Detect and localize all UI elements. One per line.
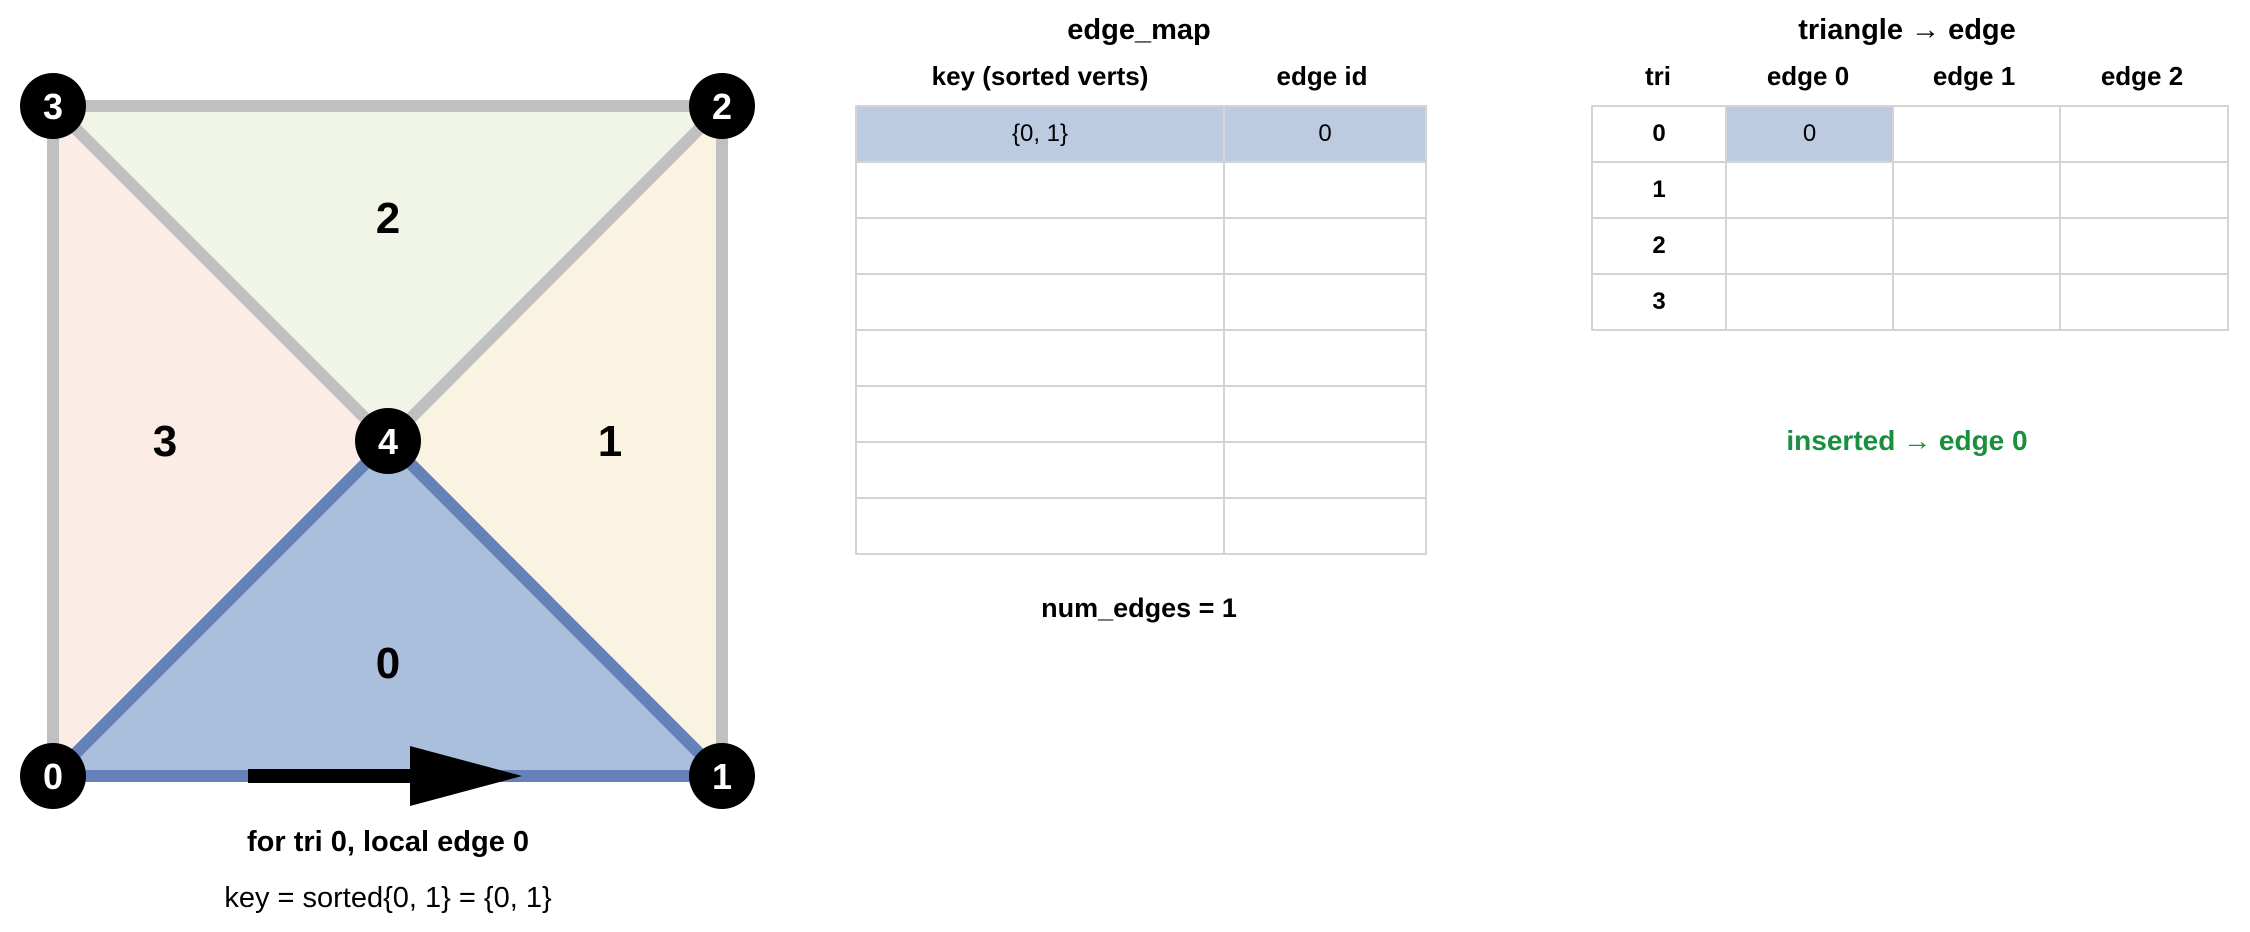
edge-map-row: {0, 1}0: [855, 105, 1427, 163]
edge-map-key-cell: [855, 497, 1225, 555]
edge-map-key-cell: [855, 441, 1225, 499]
triangle-label-3: 3: [153, 417, 177, 466]
vertex-0: 0: [20, 743, 86, 809]
vertex-4: 4: [355, 408, 421, 474]
edge-map-id-cell: [1223, 497, 1427, 555]
tri-edge-cell-1: [1892, 273, 2061, 331]
edge-map-id-cell: [1223, 329, 1427, 387]
tri-edge-cell-2: [2059, 273, 2229, 331]
tri-edge-cell-0: [1725, 217, 1894, 275]
edge-map-title: edge_map: [1067, 14, 1211, 46]
num-edges-label: num_edges = 1: [1041, 593, 1237, 623]
svg-text:0: 0: [43, 756, 63, 797]
triangle-2-face: [53, 106, 722, 441]
edge-map-header-key: key (sorted verts): [931, 61, 1149, 91]
triangle-3-face: [53, 106, 388, 776]
tri-index-cell: 1: [1591, 161, 1727, 219]
triangle-label-0: 0: [376, 639, 400, 688]
edge-map-id-cell: [1223, 385, 1427, 443]
edge-map-id-cell: [1223, 441, 1427, 499]
svg-text:4: 4: [378, 421, 398, 462]
tri-index-cell: 3: [1591, 273, 1727, 331]
edge-map-key-cell: [855, 385, 1225, 443]
tri-edge-header-tri: tri: [1645, 61, 1671, 91]
edge-map-id-cell: [1223, 161, 1427, 219]
tri-edge-cell-2: [2059, 217, 2229, 275]
edge-map-row: [855, 329, 1427, 387]
edge-0-4-highlight: [47, 435, 394, 782]
edge-map-key-cell: [855, 161, 1225, 219]
tri-index-cell: 2: [1591, 217, 1727, 275]
tri-edge-cell-2: [2059, 161, 2229, 219]
edge-map-table: {0, 1}0: [855, 105, 1427, 555]
svg-text:1: 1: [712, 756, 732, 797]
edge-map-key-cell: {0, 1}: [855, 105, 1225, 163]
edge-map-row: [855, 161, 1427, 219]
edge-map-id-cell: [1223, 217, 1427, 275]
edge-1-4-highlight: [382, 435, 728, 782]
edge-map-key-cell: [855, 217, 1225, 275]
direction-arrow-icon: [248, 746, 522, 806]
svg-text:3: 3: [43, 86, 63, 127]
edge-map-row: [855, 497, 1427, 555]
tri-edge-cell-0: 0: [1725, 105, 1894, 163]
tri-edge-row: 3: [1591, 273, 2229, 331]
vertex-2: 2: [689, 73, 755, 139]
triangle-1-face: [388, 106, 722, 776]
tri-edge-header-edge1: edge 1: [1932, 61, 2016, 91]
edge-3-4: [47, 100, 394, 447]
mesh-caption: for tri 0, local edge 0: [246, 826, 530, 858]
tri-edge-header-edge0: edge 0: [1766, 61, 1850, 91]
tri-edge-cell-1: [1892, 105, 2061, 163]
triangle-label-2: 2: [376, 194, 400, 243]
edge-2-4: [382, 100, 728, 447]
edge-map-row: [855, 441, 1427, 499]
status-message: inserted → edge 0: [1786, 425, 2028, 456]
tri-edge-row: 1: [1591, 161, 2229, 219]
vertex-1: 1: [689, 743, 755, 809]
edge-map-row: [855, 273, 1427, 331]
mesh-diagram: 0 1 2 3 0 1 2 3 4: [20, 73, 755, 809]
edge-map-id-cell: [1223, 273, 1427, 331]
key-expression: key = sorted{0, 1} = {0, 1}: [224, 882, 552, 914]
tri-edge-cell-1: [1892, 161, 2061, 219]
edge-map-row: [855, 217, 1427, 275]
tri-edge-title: triangle → edge: [1798, 14, 2016, 46]
tri-edge-cell-0: [1725, 161, 1894, 219]
edge-map-key-cell: [855, 329, 1225, 387]
tri-edge-row: 2: [1591, 217, 2229, 275]
tri-edge-cell-2: [2059, 105, 2229, 163]
tri-edge-header-edge2: edge 2: [2100, 61, 2184, 91]
triangle-label-1: 1: [598, 417, 622, 466]
triangle-0-face: [53, 441, 722, 776]
edge-map-header-id: edge id: [1276, 61, 1368, 91]
edge-map-key-cell: [855, 273, 1225, 331]
tri-edge-cell-0: [1725, 273, 1894, 331]
edge-map-row: [855, 385, 1427, 443]
edge-map-id-cell: 0: [1223, 105, 1427, 163]
vertex-3: 3: [20, 73, 86, 139]
tri-edge-cell-1: [1892, 217, 2061, 275]
svg-text:2: 2: [712, 86, 732, 127]
tri-index-cell: 0: [1591, 105, 1727, 163]
